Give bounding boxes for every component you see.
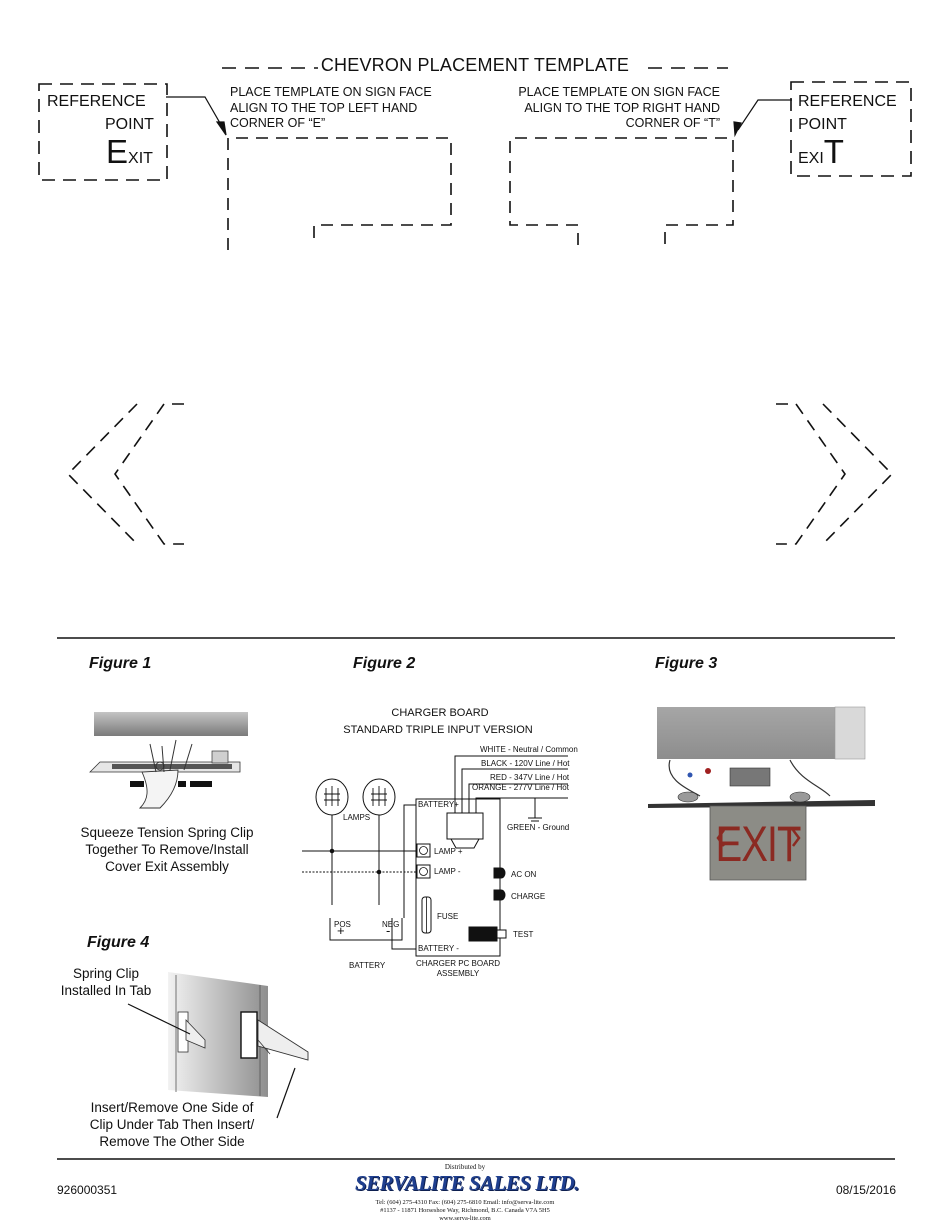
fuse-label: FUSE (437, 912, 459, 921)
ground-label: GREEN - Ground (507, 823, 570, 832)
figure-1-label: Figure 1 (89, 655, 152, 672)
spring-clip-label: Spring Clip Installed In Tab (44, 965, 168, 999)
left-ref-exit: EXIT (106, 134, 153, 177)
right-ref-big-letter: T (823, 133, 844, 170)
wire-red-label: RED - 347V Line / Hot (490, 773, 570, 782)
battery-minus-sign: - (386, 923, 391, 938)
left-template-outline (227, 137, 452, 250)
left-ref-line1: REFERENCE (47, 93, 146, 110)
spring-clip-label-line: Installed In Tab (60, 983, 152, 998)
wire-black-label: BLACK - 120V Line / Hot (481, 759, 570, 768)
left-leader-arrow (166, 96, 227, 136)
logo-distributed-by: Distributed by (444, 1163, 486, 1171)
battery-plus-sign: + (337, 923, 345, 938)
charger-board-heading: CHARGER BOARD (391, 707, 489, 719)
battery-neg-label: NEG (382, 920, 400, 929)
ac-on-label: AC ON (511, 870, 537, 879)
left-instruction: PLACE TEMPLATE ON SIGN FACE ALIGN TO THE… (230, 85, 432, 132)
servalite-logo: Distributed by SERVALITE SALES LTD. Tel:… (355, 1162, 580, 1228)
figure-4-caption-line: Insert/Remove One Side of (90, 1100, 254, 1115)
left-instruction-line: PLACE TEMPLATE ON SIGN FACE (230, 85, 432, 99)
lamps-label: LAMPS (343, 813, 371, 822)
left-instruction-line: CORNER OF “E” (230, 116, 326, 130)
right-leader-arrow (733, 99, 792, 138)
right-ref-line1: REFERENCE (798, 93, 897, 110)
figure-1-caption-line: Cover Exit Assembly (105, 859, 229, 874)
left-instruction-line: ALIGN TO THE TOP LEFT HAND (230, 100, 418, 115)
left-chevron-outline (66, 403, 184, 545)
figure-4-caption-line: Clip Under Tab Then Insert/ (89, 1117, 255, 1132)
lamp-minus-label: LAMP - (434, 867, 461, 876)
document-date: 08/15/2016 (835, 1183, 896, 1197)
board-label-line: CHARGER PC BOARD (415, 959, 500, 968)
board-label-line: ASSEMBLY (436, 969, 480, 978)
exit-sign-text: EXIT (715, 817, 802, 873)
figure-1-caption-line: Squeeze Tension Spring Clip (80, 825, 254, 840)
right-instruction-line: PLACE TEMPLATE ON SIGN FACE (518, 85, 720, 99)
figure-1-caption-line: Together To Remove/Install (85, 842, 249, 857)
right-reference-box (790, 81, 912, 177)
left-ref-rest: XIT (128, 150, 153, 167)
logo-address: #1137 - 11871 Horseshoe Way, Richmond, B… (380, 1207, 550, 1214)
charge-label: CHARGE (511, 892, 546, 901)
figure-3-label: Figure 3 (655, 655, 718, 672)
test-label: TEST (513, 930, 534, 939)
charger-pc-board-label: CHARGER PC BOARD ASSEMBLY (408, 959, 508, 979)
logo-web: www.serva-lite.com (439, 1215, 491, 1222)
template-title: CHEVRON PLACEMENT TEMPLATE (320, 55, 630, 75)
right-instruction-line: CORNER OF “T” (625, 116, 720, 130)
right-chevron-outline (776, 403, 894, 545)
charger-board-subheading: STANDARD TRIPLE INPUT VERSION (343, 724, 533, 736)
figure-4-caption: Insert/Remove One Side of Clip Under Tab… (62, 1099, 282, 1150)
exit-sign-face (709, 805, 807, 881)
right-ref-line2: POINT (798, 116, 847, 133)
figure-4-caption-line: Remove The Other Side (99, 1134, 245, 1149)
battery-plus-label: BATTERY+ (418, 800, 459, 809)
right-ref-exit: EXIT (798, 134, 844, 177)
logo-contact: Tel: (604) 275-4310 Fax: (604) 275-6810 … (375, 1199, 555, 1206)
battery-minus-label: BATTERY - (418, 944, 459, 953)
wire-orange-label: ORANGE - 277V Line / Hot (472, 783, 569, 792)
figure-1-caption: Squeeze Tension Spring Clip Together To … (57, 824, 277, 875)
lamp-plus-label: LAMP + (434, 847, 463, 856)
right-ref-prefix: EXI (798, 150, 824, 167)
left-ref-line2: POINT (105, 116, 154, 133)
left-ref-big-letter: E (106, 133, 129, 170)
battery-pos-label: POS (334, 920, 351, 929)
part-number: 926000351 (57, 1183, 118, 1197)
right-instruction-line: ALIGN TO THE TOP RIGHT HAND (524, 100, 720, 115)
logo-name: SERVALITE SALES LTD. (355, 1171, 580, 1195)
figure-2-circuit (302, 755, 568, 957)
wire-white-label: WHITE - Neutral / Common (480, 745, 578, 754)
right-instruction: PLACE TEMPLATE ON SIGN FACE ALIGN TO THE… (480, 85, 720, 132)
figure-1-illustration (89, 712, 248, 809)
figure-4-illustration (127, 972, 309, 1119)
battery-label: BATTERY (349, 961, 386, 970)
figure-4-label: Figure 4 (87, 934, 150, 951)
left-reference-box (38, 83, 168, 181)
figure-2-label: Figure 2 (353, 655, 416, 672)
battery-outline (329, 918, 403, 941)
right-template-outline (509, 137, 734, 245)
figure-3-illustration (648, 706, 875, 881)
spring-clip-label-line: Spring Clip (72, 966, 140, 981)
